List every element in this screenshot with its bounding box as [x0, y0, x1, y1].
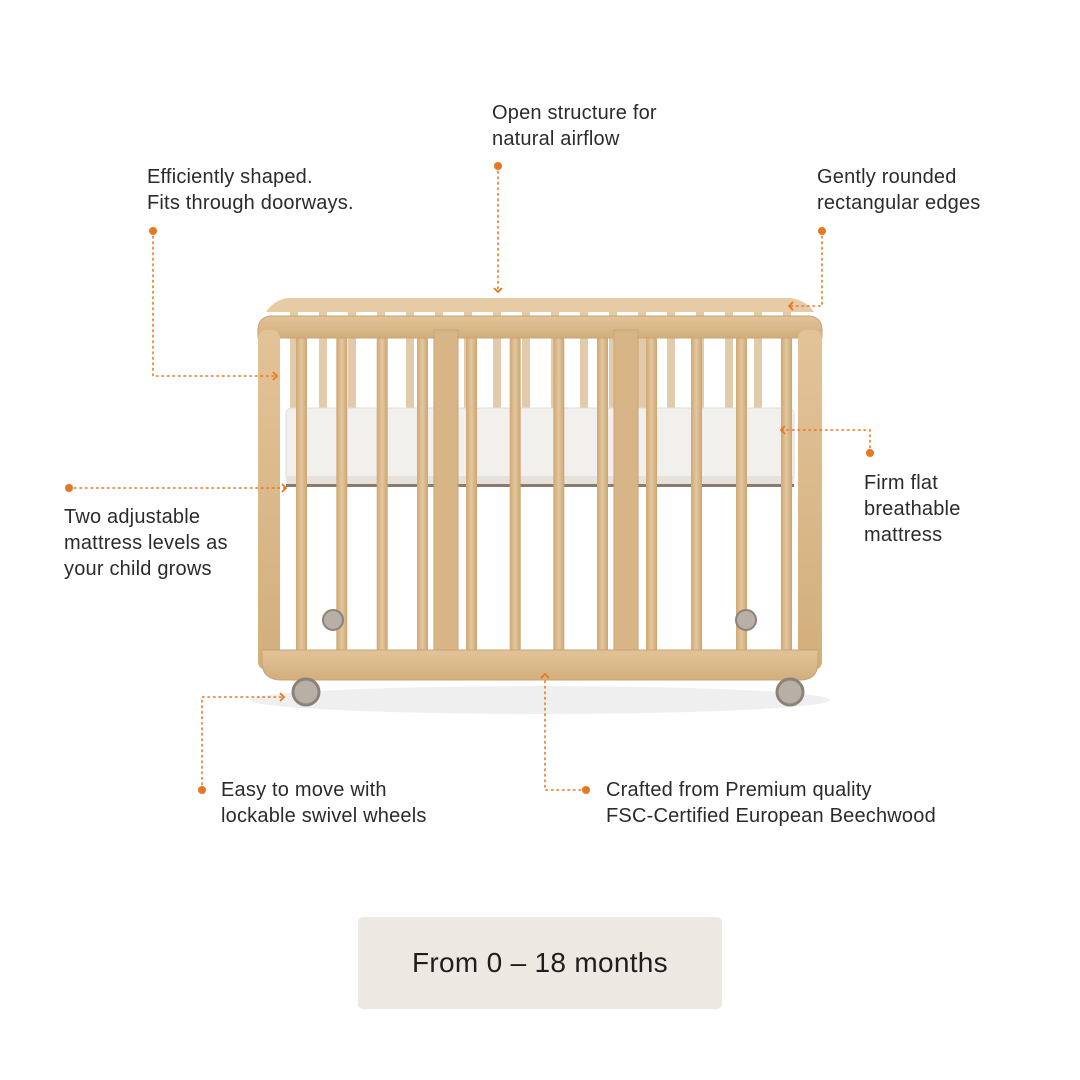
feature-shape-line2: Fits through doorways.: [147, 192, 354, 214]
left-post: [258, 330, 280, 670]
front-slat: [553, 336, 565, 654]
back-slat: [406, 312, 414, 412]
wheel-icon: [291, 609, 805, 707]
feature-mattress-levels-line2: mattress levels as: [64, 532, 228, 554]
age-range-badge: From 0 – 18 months: [358, 917, 722, 1009]
back-slat: [725, 312, 733, 412]
back-slat: [319, 312, 327, 412]
feature-shape-line1: Efficiently shaped.: [147, 166, 313, 188]
front-slat: [296, 336, 307, 654]
feature-airflow-line1: Open structure for: [492, 102, 657, 124]
front-slat: [336, 336, 348, 654]
feature-shape: Efficiently shaped. Fits through doorway…: [147, 164, 354, 216]
center-post-left: [433, 329, 459, 679]
front-slat: [736, 336, 747, 654]
front-slat: [417, 336, 428, 654]
feature-wheels-line2: lockable swivel wheels: [221, 805, 427, 827]
feature-edges-line2: rectangular edges: [817, 192, 981, 214]
back-slat: [348, 312, 356, 412]
front-slat: [691, 336, 702, 654]
callout-arrows: [272, 287, 794, 702]
bottom-rail: [261, 649, 819, 681]
callout-lines: [68, 165, 871, 791]
front-slat: [597, 336, 608, 654]
feature-mattress-line1: Firm flat: [864, 472, 939, 494]
feature-mattress-levels-line3: your child grows: [64, 558, 212, 580]
mattress: [285, 407, 795, 487]
feature-airflow-line2: natural airflow: [492, 128, 620, 150]
feature-edges-line1: Gently rounded: [817, 166, 957, 188]
right-post: [798, 330, 822, 670]
back-slat: [754, 312, 762, 412]
feature-mattress: Firm flat breathable mattress: [864, 470, 961, 548]
front-slat: [376, 336, 388, 654]
back-slat: [638, 312, 646, 412]
center-post-right: [613, 329, 639, 679]
front-slat: [781, 336, 792, 654]
front-slat: [509, 336, 521, 654]
floor-shadow: [250, 686, 830, 714]
front-slat: [466, 336, 477, 654]
feature-airflow: Open structure for natural airflow: [492, 100, 657, 152]
back-slat: [667, 312, 675, 412]
feature-mattress-line3: mattress: [864, 524, 943, 546]
feature-material-line1: Crafted from Premium quality: [606, 779, 872, 801]
front-slat: [646, 336, 657, 654]
feature-material-line2: FSC-Certified European Beechwood: [606, 805, 936, 827]
back-slat: [580, 312, 588, 412]
feature-mattress-levels-line1: Two adjustable: [64, 506, 201, 528]
feature-mattress-levels: Two adjustable mattress levels as your c…: [64, 504, 228, 582]
front-slats: [296, 336, 792, 654]
callout-dots: [65, 162, 874, 794]
back-rim: [266, 298, 814, 312]
feature-wheels: Easy to move with lockable swivel wheels: [221, 777, 427, 829]
feature-material: Crafted from Premium quality FSC-Certifi…: [606, 777, 936, 829]
feature-mattress-line2: breathable: [864, 498, 961, 520]
feature-edges: Gently rounded rectangular edges: [817, 164, 981, 216]
back-slat: [493, 312, 501, 412]
back-slat: [522, 312, 530, 412]
back-slat: [290, 312, 298, 412]
top-rim: [257, 315, 823, 339]
feature-wheels-line1: Easy to move with: [221, 779, 387, 801]
back-slat: [609, 312, 617, 412]
